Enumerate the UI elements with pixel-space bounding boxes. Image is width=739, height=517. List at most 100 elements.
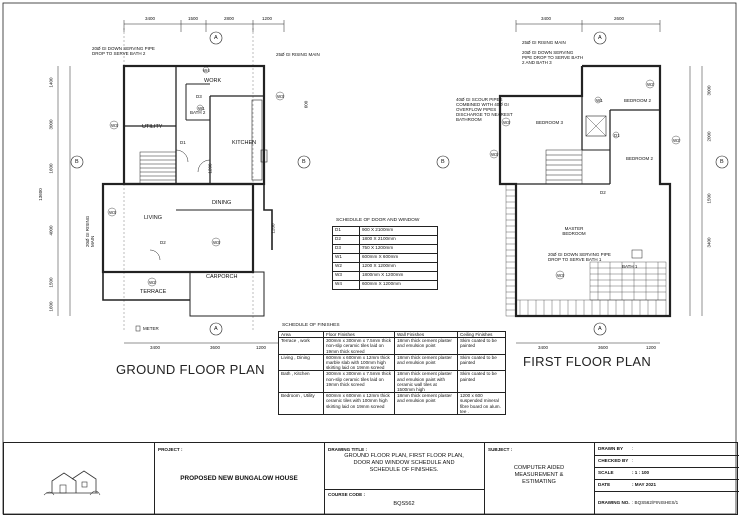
room-bedroom-3: BEDROOM 3 <box>536 120 564 125</box>
checked-by: : <box>632 458 634 463</box>
finishes-area: Terrace , work <box>278 337 324 355</box>
gf-dim-left-total: 13600 <box>37 188 43 201</box>
finishes-ceiling: Skim coated to be painted <box>457 370 506 394</box>
project-label: PROJECT : <box>158 447 183 452</box>
gf-misc-dim-1: 1200 <box>207 163 213 174</box>
ff-tag-w3-c: W3 <box>557 273 564 278</box>
ff-dim-right-2: 2000 <box>706 131 712 142</box>
table-header-row: Area Floor Finishes Wall Finishes Ceilin… <box>278 330 506 339</box>
gf-section-a-top: A <box>214 35 218 41</box>
dw-code: W1 <box>332 253 360 263</box>
room-bath-2: BATH 2 <box>190 110 206 115</box>
finishes-wall: 18mm thick cement plaster and emulsion p… <box>394 370 458 394</box>
dw-code: W4 <box>332 280 360 290</box>
gf-dim-left-3: 1600 <box>48 163 54 174</box>
drawing-title: GROUND FLOOR PLAN, FIRST FLOOR PLAN, DOO… <box>344 453 464 473</box>
table-row: Living , Dining 600mm x 600mm x 12mm thi… <box>278 353 506 372</box>
dw-code: D3 <box>332 244 360 254</box>
finishes-wall: 18mm thick cement plaster and emulsion p… <box>394 392 458 416</box>
room-bedroom-2-lower: BEDROOM 2 <box>626 156 654 161</box>
ff-dim-top-1: 3400 <box>541 16 552 21</box>
ff-tag-w3-b: W3 <box>491 152 498 157</box>
date-label: DATE <box>598 482 611 487</box>
ff-tag-w3: W3 <box>503 120 510 125</box>
room-master-bedroom: MASTER BEDROOM <box>562 226 586 236</box>
ff-section-b-right: B <box>720 159 724 165</box>
gf-note-rising-main-20: 20Ø GI RISING MAIN <box>85 215 95 247</box>
gf-section-b-left: B <box>75 159 79 165</box>
room-work: WORK <box>204 78 222 84</box>
finishes-floor: 300mm x 300mm x 7.5mm thick non-slip cer… <box>323 337 395 355</box>
finishes-schedule-title: SCHEDULE OF FINISHES <box>282 323 340 328</box>
finishes-schedule: Area Floor Finishes Wall Finishes Ceilin… <box>278 330 506 416</box>
room-terrace: TERRACE <box>140 289 167 295</box>
ff-note-rising-main: 25Ø GI RISING MAIN <box>522 40 566 45</box>
gf-dim-bottom-2: 3600 <box>210 345 221 350</box>
ff-section-a-top: A <box>598 35 602 41</box>
gf-dim-top-2: 1500 <box>188 16 199 21</box>
gf-note-rising-main-25: 25Ø GI RISING MAIN <box>276 52 320 57</box>
ff-dim-bottom-1: 3400 <box>538 345 549 350</box>
finishes-wall: 18mm thick cement plaster and emulsion p… <box>394 337 458 355</box>
gf-dim-right-1: 600 <box>303 100 309 109</box>
gf-dim-left-1: 1400 <box>48 77 54 88</box>
dw-code: W3 <box>332 271 360 281</box>
dw-size: 900 X 2100mm <box>359 226 438 236</box>
finishes-header: Ceiling Finishes <box>457 330 506 339</box>
table-row: Bath , Kitchen 300mm x 300mm x 7.5mm thi… <box>278 370 506 394</box>
finishes-ceiling: Skim coated to be painted <box>457 337 506 355</box>
logo-cell <box>4 443 155 514</box>
tag-w3-living: W3 <box>109 210 116 215</box>
checked-by-label: CHECKED BY <box>598 458 629 463</box>
gf-section-a-bottom: A <box>214 326 218 332</box>
gf-dim-bottom-3: 1200 <box>256 345 267 350</box>
drawn-by: : <box>632 446 634 451</box>
ff-note-scour-pipes: 40Ø GI SCOUR PIPES COMBINED WITH 40Ø GI … <box>456 97 513 122</box>
dw-size: 600mm X 1200mm <box>359 280 438 290</box>
finishes-ceiling: Skim coated to be painted <box>457 353 506 372</box>
finishes-wall: 18mm thick cement plaster and emulsion p… <box>394 353 458 372</box>
tag-w3: W3 <box>111 123 118 128</box>
tag-w4: W4 <box>203 68 210 73</box>
dw-code: D2 <box>332 235 360 245</box>
ff-tag-w2: W2 <box>647 82 654 87</box>
ff-dim-bottom-3: 1200 <box>646 345 657 350</box>
room-living: LIVING <box>144 215 163 221</box>
tag-w3-kitchen: W3 <box>277 94 284 99</box>
ff-dim-top-2: 2600 <box>614 16 625 21</box>
gf-dim-left-5: 1500 <box>48 277 54 288</box>
ff-tag-w1: W1 <box>596 98 603 103</box>
ff-dim-right-4: 3400 <box>706 237 712 248</box>
meta-cell: DRAWN BY : CHECKED BY : SCALE : 1 : 100 … <box>594 443 739 514</box>
gf-dim-top-4: 1200 <box>262 16 273 21</box>
drawn-by-label: DRAWN BY <box>598 446 624 451</box>
gf-dim-bottom-1: 3400 <box>150 345 161 350</box>
drawing-no: : BQS562/FINISHES/1 <box>632 500 679 505</box>
dw-size: 600mm X 600mm <box>359 253 438 263</box>
finishes-floor: 600mm x 600mm x 12mm thick ceramic tiles… <box>323 392 395 416</box>
tag-d3: D3 <box>196 94 202 99</box>
table-row: Bedroom , Utility 600mm x 600mm x 12mm t… <box>278 392 506 416</box>
first-floor-plan-title: FIRST FLOOR PLAN <box>523 354 652 369</box>
ff-tag-d2: D2 <box>600 190 606 195</box>
ff-section-b-left: B <box>441 159 445 165</box>
drawing-title-cell: DRAWING TITLE : GROUND FLOOR PLAN, FIRST… <box>324 443 485 514</box>
ff-dim-right-3: 1500 <box>706 193 712 204</box>
finishes-floor: 300mm x 300mm x 7.5mm thick non-slip cer… <box>323 370 395 394</box>
gf-dim-top-3: 2800 <box>224 16 235 21</box>
project-name: PROPOSED NEW BUNGALOW HOUSE <box>180 475 298 482</box>
tag-w1: W1 <box>198 106 205 111</box>
meter-label: METER <box>143 326 159 331</box>
dw-code: D1 <box>332 226 360 236</box>
room-bedroom-2-top: BEDROOM 2 <box>624 98 652 103</box>
ground-floor-plan <box>57 20 311 344</box>
gf-dim-top-1: 3400 <box>145 16 156 21</box>
room-dining: DINING <box>212 200 232 206</box>
gf-dim-left-6: 1600 <box>48 301 54 312</box>
ff-dim-right-1: 3000 <box>706 85 712 96</box>
